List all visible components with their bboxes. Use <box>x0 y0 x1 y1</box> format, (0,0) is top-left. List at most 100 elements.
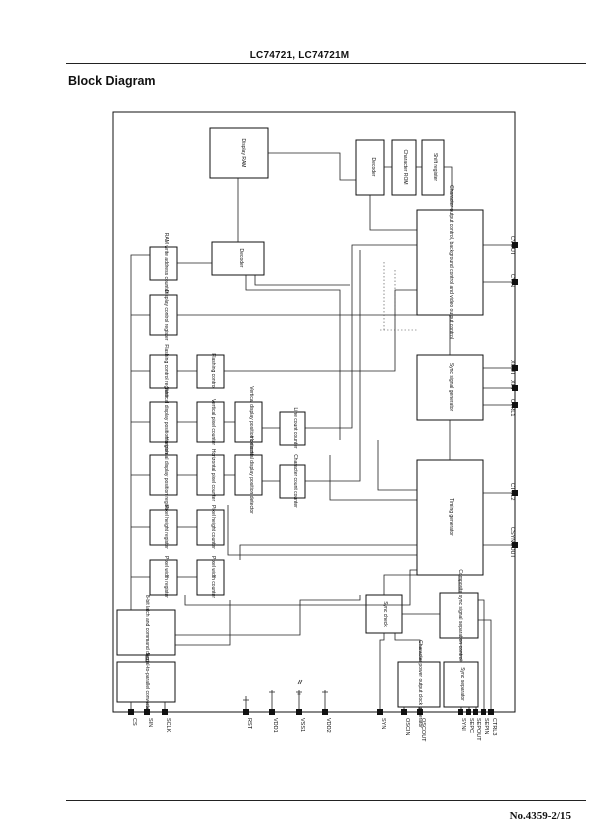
latch-label: 8-bit latch and command decoder <box>144 595 150 670</box>
label-rst: RST <box>246 718 252 730</box>
bottom-pins <box>128 709 494 715</box>
ph-reg-label: Pixel height register <box>163 505 169 549</box>
label-cvout: CVOUT <box>509 236 515 256</box>
vertical-display-position-detector-block: Vertical display position detector <box>234 386 263 458</box>
h-disp-det-label: Horizontal display position detector <box>248 436 254 514</box>
label-xin: XIN <box>509 380 515 389</box>
pin-sin <box>144 709 150 715</box>
sync-signal-generator-block: Sync signal generator <box>416 354 484 421</box>
label-vdd1: VDD1 <box>272 718 278 733</box>
pin-cvout <box>512 242 518 248</box>
pin-sclk <box>162 709 168 715</box>
label-oscin: OSCIN <box>404 718 410 735</box>
pin-rst <box>243 709 249 715</box>
horizontal-display-position-register-block: Horizontal display position register <box>149 437 178 513</box>
character-count-counter-block: Character count counter <box>279 454 306 508</box>
flashing-control-block: Flashing control <box>196 353 225 389</box>
clock-gen-label: Character power output clock generator <box>417 640 423 728</box>
pin-sepout <box>473 709 478 715</box>
decoder-top-label: Decoder <box>370 158 376 177</box>
timing-generator-block: Timing generator <box>416 459 484 576</box>
vertical-pixel-counter-block: Vertical pixel counter <box>196 399 225 445</box>
ram-write-label: RAM write address counter <box>163 233 169 294</box>
pin-ctrl3 <box>488 709 494 715</box>
pin-xin <box>512 385 518 391</box>
footer-rule <box>66 800 586 801</box>
label-ctrl1: CTRL1 <box>509 399 515 416</box>
serial-label: Serial-to-parallel converter <box>144 653 150 712</box>
pin-sepin <box>481 709 486 715</box>
pin-sepc <box>466 709 471 715</box>
ram-write-address-counter-block: RAM write address counter <box>149 233 178 294</box>
pin-xout <box>512 365 518 371</box>
label-sclk: SCLK <box>165 718 171 733</box>
right-pin-labels: CVOUT CVIN XOUT XIN CTRL1 CTRL2 CSYNCOUT <box>509 236 515 559</box>
label-syni: SYNI <box>460 718 466 731</box>
pin-vss1 <box>296 709 302 715</box>
v-disp-reg-label: Vertical display position register <box>163 387 169 457</box>
horizontal-display-position-detector-block: Horizontal display position detector <box>234 436 263 514</box>
sync-sep-label: Sync separator <box>459 667 465 701</box>
pixel-height-register-block: Pixel height register <box>149 505 178 549</box>
display-ram-label: Display RAM <box>240 139 246 168</box>
flashing-ctrl-label: Flashing control <box>210 353 216 388</box>
pin-syni <box>458 709 463 715</box>
label-syn: SYN <box>380 718 386 729</box>
label-cs: CS <box>131 718 137 726</box>
composite-sync-separation-block: Composite sync signal separation control <box>439 569 479 661</box>
display-control-label: Display control register <box>163 290 169 341</box>
label-csyncout: CSYNCOUT <box>509 527 515 559</box>
pin-vdd2 <box>322 709 328 715</box>
line-cnt-label: Line count counter <box>292 407 298 448</box>
timing-gen-label: Timing generator <box>448 498 454 536</box>
document-header: LC74721, LC74721M <box>249 50 350 61</box>
ph-cnt-label: Pixel height counter <box>210 505 216 549</box>
label-sepc: SEPC <box>468 718 474 733</box>
pin-vdd1 <box>269 709 275 715</box>
decoder-top-block: Decoder <box>355 139 385 196</box>
pin-oscout <box>417 709 423 715</box>
label-vss1: VSS1 <box>299 718 305 732</box>
label-vdd2: VDD2 <box>325 718 331 733</box>
sync-separator-block: Sync separator <box>443 661 479 708</box>
char-rom-block: Character ROM <box>391 139 417 196</box>
pin-syn <box>377 709 383 715</box>
decoder-block: Decoder <box>211 241 265 276</box>
pin-cs <box>128 709 134 715</box>
h-pixel-label: Horizontal pixel counter <box>210 449 216 502</box>
shift-register-label: Shift register <box>432 153 438 181</box>
char-output-control-label: Character output control, background con… <box>448 185 454 339</box>
pixel-height-counter-block: Pixel height counter <box>196 505 225 549</box>
latch-decoder-block: 8-bit latch and command decoder <box>116 595 176 670</box>
clock-generator-block: Character power output clock generator <box>397 640 441 728</box>
label-cvin: CVIN <box>509 274 515 287</box>
display-control-register-block: Display control register <box>149 290 178 341</box>
pin-cvin <box>512 279 518 285</box>
pixel-width-counter-block: Pixel width counter <box>196 556 225 598</box>
pixel-width-register-block: Pixel width register <box>149 556 178 598</box>
pin-ctrl2 <box>512 490 518 496</box>
horizontal-pixel-counter-block: Horizontal pixel counter <box>196 449 225 502</box>
pw-cnt-label: Pixel width counter <box>210 556 216 598</box>
sync-check-block: Sync check <box>365 594 403 634</box>
display-ram-block: Display RAM <box>209 127 269 179</box>
label-sepout: SEPOUT <box>475 718 481 741</box>
char-rom-label: Character ROM <box>402 149 408 184</box>
right-pins <box>512 242 518 548</box>
sync-check-label: Sync check <box>382 601 388 627</box>
h-disp-reg-label: Horizontal display position register <box>163 437 169 513</box>
line-count-counter-block: Line count counter <box>279 407 306 449</box>
v-pixel-label: Vertical pixel counter <box>210 399 216 445</box>
v-disp-det-label: Vertical display position detector <box>248 386 254 458</box>
diagram-frame <box>112 111 516 713</box>
comp-sync-label: Composite sync signal separation control <box>457 569 463 660</box>
pin-csyncout <box>512 542 518 548</box>
pin-oscin <box>401 709 407 715</box>
shift-register-block: Shift register <box>421 139 445 196</box>
decoder-label: Decoder <box>238 249 244 268</box>
label-oscout: OSCOUT <box>420 718 426 742</box>
sync-gen-label: Sync signal generator <box>448 363 454 412</box>
pin-ctrl1 <box>512 402 518 408</box>
char-output-control-block: Character output control, background con… <box>416 185 484 339</box>
